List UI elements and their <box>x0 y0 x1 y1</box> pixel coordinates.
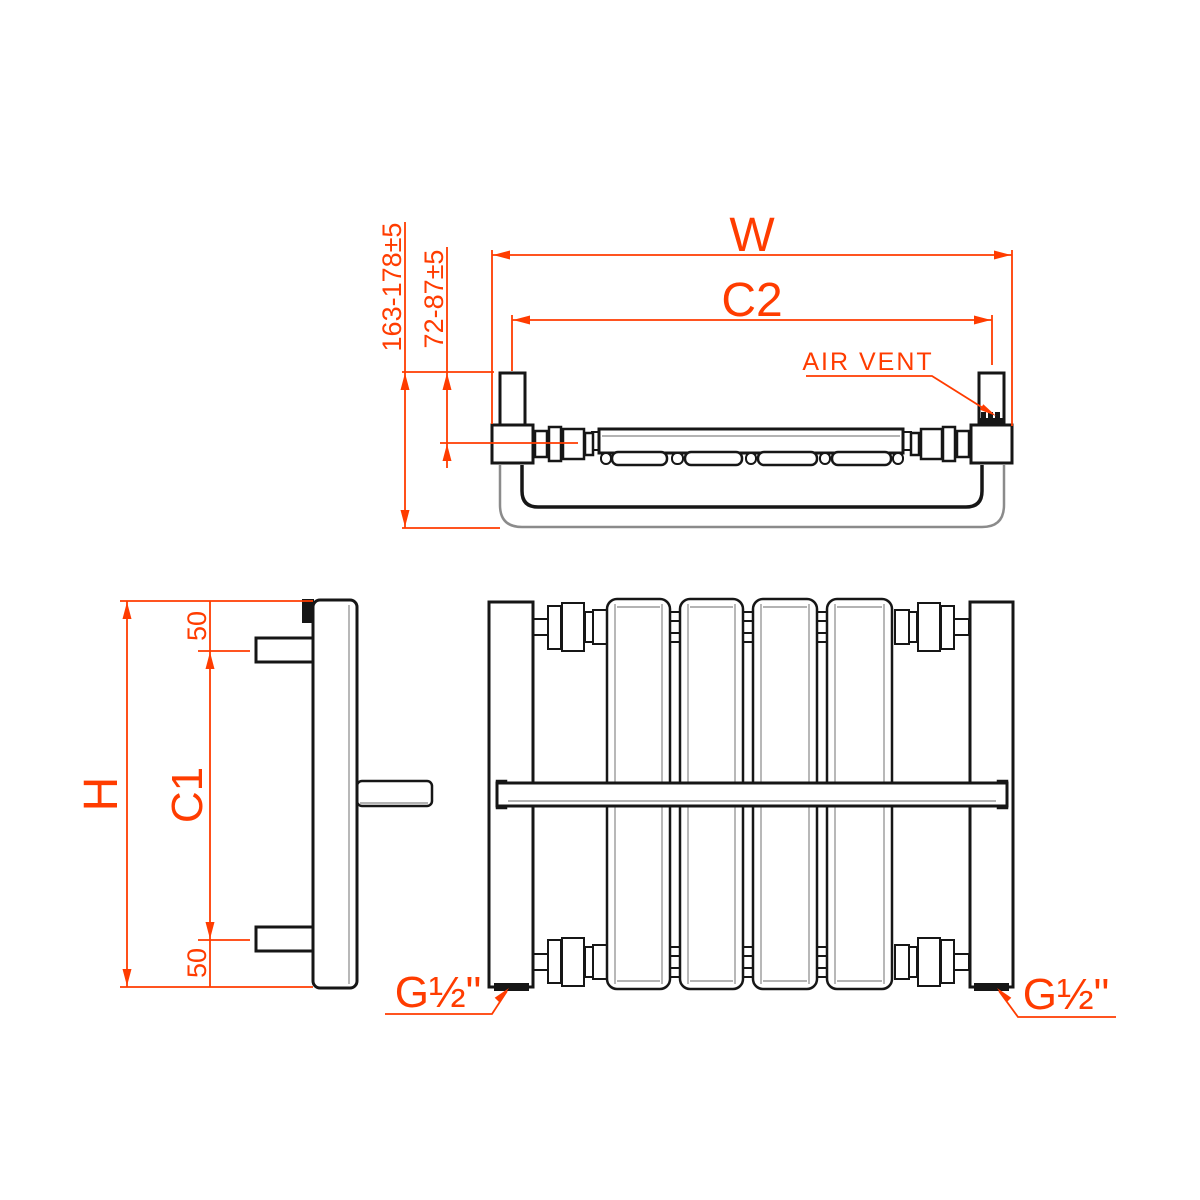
fitting-ring <box>917 602 941 652</box>
w-dimension-label: W <box>729 209 775 262</box>
fitting-ring <box>561 602 585 652</box>
bottom-offset-label: 50 <box>182 948 212 978</box>
panel-slat <box>610 450 669 467</box>
side-view <box>254 598 434 990</box>
right-valve-body <box>969 423 1014 465</box>
fitting-pipe <box>532 953 550 971</box>
fitting-ring <box>894 609 910 645</box>
dimension-arrow <box>400 373 410 390</box>
slat-joint-bump <box>819 452 831 465</box>
pipe-depth-dimension-label: 72-87±5 <box>419 250 449 349</box>
front-view <box>487 597 1015 991</box>
front-fitting-top-left <box>532 602 608 652</box>
panel-slat <box>683 450 744 467</box>
fitting-ring <box>561 937 585 987</box>
air-vent-base <box>979 418 1003 426</box>
panel-slat <box>830 450 893 467</box>
front-view-labels: G½" G½" <box>385 968 1116 1019</box>
slat-joint-bump <box>671 452 684 465</box>
dimension-arrow <box>205 652 215 669</box>
dimension-arrow <box>442 373 452 390</box>
side-view-dimensions: H 50 C1 50 <box>75 600 313 988</box>
left-thread-leader-line <box>385 990 508 1015</box>
left-rail-base <box>494 983 529 991</box>
fitting-ring <box>940 605 955 650</box>
dimension-arrow <box>994 250 1011 260</box>
fitting-ring <box>547 425 563 463</box>
dimension-arrow <box>493 250 510 260</box>
fitting-ring <box>909 431 921 457</box>
dimension-arrow <box>122 969 132 986</box>
left-thread-arrow <box>494 988 509 1003</box>
c2-dimension-label: C2 <box>721 274 782 327</box>
side-panel-profile <box>311 598 359 990</box>
top-view <box>490 371 1014 529</box>
left-valve-body <box>490 423 535 465</box>
fitting-ring <box>941 425 957 463</box>
slat-joint-bump <box>745 452 757 465</box>
dimension-arrow <box>400 510 410 527</box>
air-vent-arrow <box>979 404 996 416</box>
fitting-ring <box>917 937 941 987</box>
fitting-ring <box>908 946 918 978</box>
dimension-arrow <box>513 315 530 325</box>
fitting-ring <box>547 605 562 650</box>
air-vent-leader-line <box>806 375 992 414</box>
slat-end-bump <box>600 452 612 465</box>
air-vent-label: AIR VENT <box>802 348 933 376</box>
fitting-ring <box>955 429 971 459</box>
fitting-ring <box>561 427 586 461</box>
fitting-ring <box>940 939 955 984</box>
fitting-pipe <box>952 618 970 636</box>
side-air-vent-cap <box>302 599 314 623</box>
towel-rail-loop-outer <box>498 465 1006 529</box>
fitting-ring <box>584 946 594 978</box>
height-dimension-label: H <box>75 777 128 812</box>
left-thread-label: G½" <box>395 968 482 1017</box>
right-thread-label: G½" <box>1023 970 1110 1019</box>
fitting-ring <box>894 944 910 980</box>
air-vent-marks <box>979 412 1003 426</box>
fitting-ring <box>908 611 918 643</box>
front-fitting-bottom-right <box>894 937 970 987</box>
left-riser <box>498 371 527 428</box>
fitting-ring <box>584 611 594 643</box>
air-vent-tooth <box>995 412 1000 419</box>
dimension-arrow <box>442 444 452 461</box>
wall-depth-dimension-label: 163-178±5 <box>377 223 407 352</box>
fitting-ring <box>547 939 562 984</box>
dimension-arrow <box>122 602 132 619</box>
side-bottom-pipe <box>254 925 316 953</box>
panel-slat <box>756 450 819 467</box>
fitting-ring <box>919 427 944 461</box>
fitting-ring <box>592 609 608 645</box>
side-top-pipe <box>254 636 316 664</box>
fitting-ring <box>592 944 608 980</box>
header-tube <box>597 427 905 455</box>
front-fitting-bottom-left <box>532 937 608 987</box>
fitting-ring <box>583 431 595 457</box>
slat-end-bump <box>892 452 904 465</box>
c1-dimension-label: C1 <box>163 767 212 823</box>
dimension-arrow <box>205 922 215 939</box>
air-vent-tooth <box>988 412 993 419</box>
dimension-arrow <box>974 315 991 325</box>
towel-bar <box>495 781 1009 808</box>
fitting-ring <box>533 429 549 459</box>
right-rail-base <box>974 983 1009 991</box>
right-thread-arrow <box>997 988 1012 1003</box>
fitting-pipe <box>532 618 550 636</box>
top-offset-label: 50 <box>182 611 212 641</box>
side-towel-bar-stub <box>355 779 434 808</box>
air-vent-tooth <box>981 412 986 419</box>
fitting-pipe <box>952 953 970 971</box>
front-fitting-top-right <box>894 602 970 652</box>
top-view-dimensions: W C2 163-178±5 72-87±5 AIR VENT <box>377 209 1013 529</box>
towel-rail-loop-inner <box>520 465 984 509</box>
